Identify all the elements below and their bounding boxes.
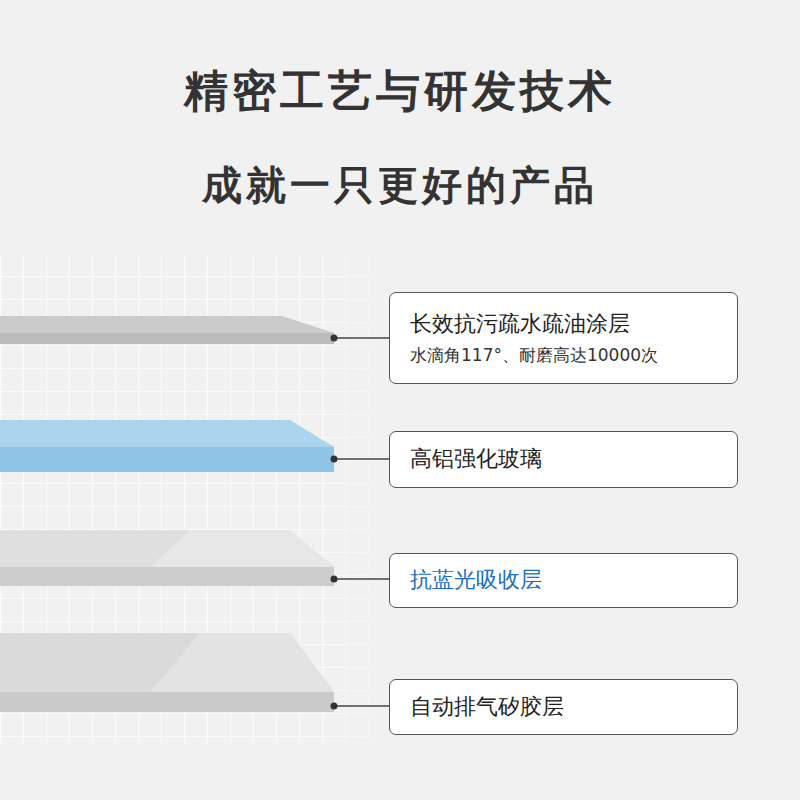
anti-blue-layer bbox=[0, 530, 334, 586]
callout-box: 自动排气矽胶层 bbox=[389, 679, 738, 735]
callout-box: 长效抗污疏水疏油涂层水滴角117°、耐磨高达10000次 bbox=[389, 292, 738, 384]
silicone-layer bbox=[0, 633, 334, 712]
grid-background bbox=[0, 255, 400, 745]
layer-name: 自动排气矽胶层 bbox=[410, 693, 717, 722]
subtitle: 成就一只更好的产品 bbox=[0, 158, 800, 213]
layer-name: 长效抗污疏水疏油涂层 bbox=[410, 310, 717, 339]
layer-detail: 水滴角117°、耐磨高达10000次 bbox=[410, 344, 717, 366]
glass-layer bbox=[0, 420, 334, 472]
layer-name: 抗蓝光吸收层 bbox=[410, 566, 717, 595]
layer-name: 高铝强化玻璃 bbox=[410, 445, 717, 474]
leader-lines bbox=[331, 335, 390, 710]
coating-layer bbox=[0, 316, 334, 344]
callout-box: 高铝强化玻璃 bbox=[389, 431, 738, 488]
main-title: 精密工艺与研发技术 bbox=[0, 62, 800, 121]
callout-box: 抗蓝光吸收层 bbox=[389, 553, 738, 608]
